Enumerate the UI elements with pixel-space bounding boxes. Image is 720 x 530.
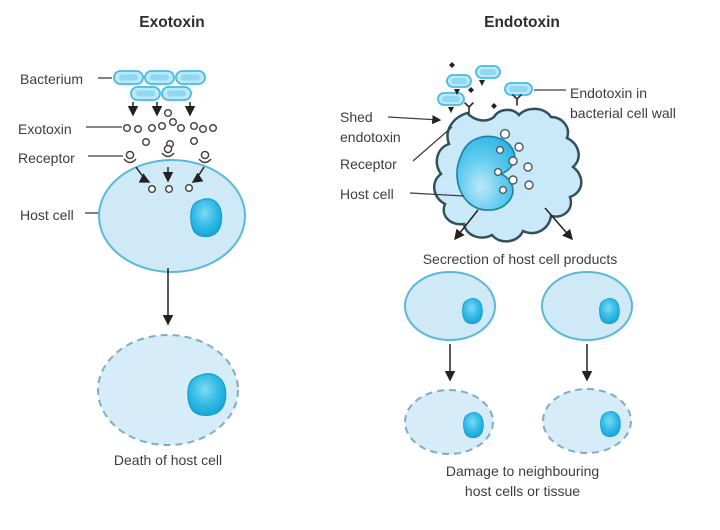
host-cell-label: Host cell: [340, 186, 394, 202]
shed-endotoxin-specks: [448, 62, 497, 113]
exotoxin-dots: [122, 108, 217, 148]
bacterium-shape: [446, 74, 472, 88]
nucleus-shape: [463, 411, 484, 439]
nucleus-shape: [189, 197, 223, 238]
receptor-icons: [464, 94, 522, 114]
dead-cell-nucleus-shape: [186, 372, 227, 417]
bacterium-shape: [504, 82, 533, 96]
bacterium-shape: [144, 70, 175, 85]
endotoxin-wall-label: Endotoxin in bacterial cell wall: [570, 85, 676, 122]
damage-caption: Damage to neighbouring host cells or tis…: [445, 463, 600, 500]
nucleus-shape: [599, 297, 620, 325]
damaged-cell-shape: [404, 389, 494, 455]
bacterium-shapes: [437, 65, 533, 106]
bacterium-shape: [475, 65, 501, 79]
toxin-release-arrows: [127, 102, 196, 117]
death-caption: Death of host cell: [113, 452, 223, 468]
secretion-caption: Secrection of host cell products: [422, 251, 618, 267]
exotoxin-label: Exotoxin: [18, 121, 72, 137]
endotoxin-title: Endotoxin: [484, 14, 560, 31]
nucleus-shape: [462, 297, 483, 325]
secretion-arrows: [454, 207, 573, 241]
receptor-label: Receptor: [18, 150, 75, 166]
receptor-label: Receptor: [340, 156, 397, 172]
bacterium-shape: [437, 92, 465, 106]
internalized-toxin-dots: [147, 183, 193, 193]
dead-host-cell-shape: [97, 334, 239, 446]
shed-endotoxin-leader-line: [387, 115, 442, 125]
receptor-leader-line: [412, 126, 453, 162]
endotoxin-panel: [387, 62, 633, 455]
bacterium-shape: [161, 86, 192, 101]
vesicle-shapes: [493, 128, 534, 195]
shed-endotoxin-label: Shed endotoxin: [340, 109, 401, 146]
bacterium-shape: [175, 70, 206, 85]
bacterium-shape: [130, 86, 161, 101]
receptor-icons: [123, 144, 212, 164]
host-cell-label: Host cell: [20, 207, 74, 223]
toxin-entry-arrows: [135, 166, 205, 183]
bacterium-label: Bacterium: [20, 71, 84, 87]
nucleus-shape: [600, 410, 621, 438]
bacterium-shape: [113, 70, 144, 85]
exotoxin-panel: [85, 70, 246, 446]
damage-arrows: [444, 344, 593, 382]
host-cell-shape: [98, 159, 246, 273]
exotoxin-title: Exotoxin: [139, 14, 205, 31]
host-cell-leader-line: [409, 192, 465, 197]
bacterium-shapes: [113, 70, 206, 101]
